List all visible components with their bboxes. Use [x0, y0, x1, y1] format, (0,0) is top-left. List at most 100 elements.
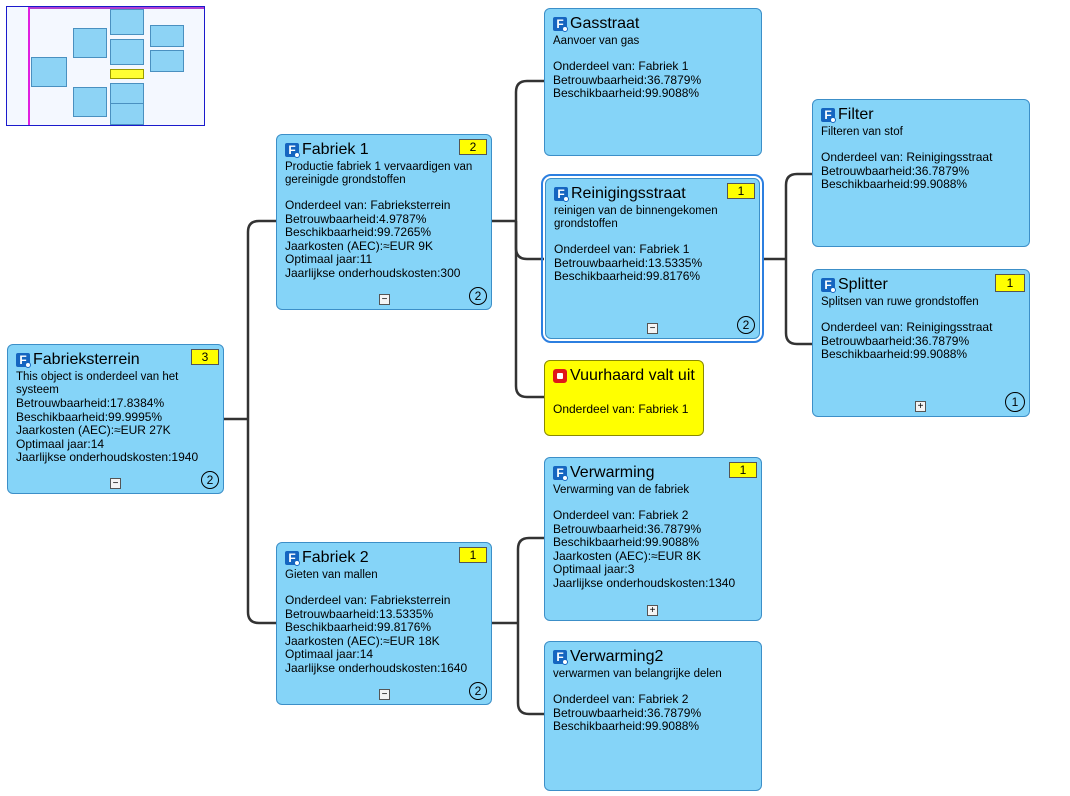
- node-attribute: Jaarkosten (AEC):≈EUR 27K: [16, 423, 171, 437]
- node-title: Vuurhaard valt uit: [570, 367, 695, 384]
- event-count-badge[interactable]: 3: [191, 349, 219, 365]
- minimap-node: [110, 103, 144, 125]
- node-attribute: Betrouwbaarheid:36.7879%: [553, 521, 702, 536]
- node-attribute: Jaarlijkse onderhoudskosten:1940: [16, 450, 199, 464]
- node-attribute: Beschikbaarheid:99.7265%: [285, 225, 432, 239]
- event-count-badge[interactable]: 1: [459, 547, 487, 563]
- node-attribute: Onderdeel van: Fabriek 1: [553, 402, 689, 416]
- minimap-node: [110, 69, 144, 79]
- node-title: Fabriek 2: [302, 549, 369, 566]
- node-attribute: Betrouwbaarheid:36.7879%: [821, 333, 970, 348]
- node-attribute: Jaarlijkse onderhoudskosten:1640: [285, 660, 468, 675]
- node-vuurhaard-valt-uit[interactable]: Vuurhaard valt uit Onderdeel van: Fabrie…: [544, 360, 704, 436]
- node-title: Fabrieksterrein: [33, 351, 140, 368]
- collapse-toggle[interactable]: −: [379, 294, 390, 305]
- expand-toggle[interactable]: +: [647, 605, 658, 616]
- child-count-indicator: 2: [201, 471, 219, 489]
- node-attribute: Beschikbaarheid:99.8176%: [554, 269, 701, 283]
- minimap-node: [150, 25, 184, 47]
- child-count-indicator: 2: [737, 316, 755, 334]
- minimap-node: [31, 57, 67, 87]
- node-attribute: Onderdeel van: Fabriek 2: [553, 508, 689, 522]
- node-description: Gieten van mallen: [285, 569, 378, 581]
- minimap-node: [110, 39, 144, 65]
- node-attribute: Betrouwbaarheid:13.5335%: [285, 606, 434, 621]
- function-block-icon: F: [821, 278, 836, 293]
- node-title: Reinigingsstraat: [571, 185, 686, 202]
- collapse-toggle[interactable]: −: [647, 323, 658, 334]
- event-count-badge[interactable]: 1: [729, 462, 757, 478]
- node-attribute: Onderdeel van: Reinigingsstraat: [821, 150, 993, 164]
- connector-filter: [784, 172, 812, 259]
- node-attribute: Onderdeel van: Fabrieksterrein: [285, 593, 451, 607]
- node-attribute: Betrouwbaarheid:17.8384%: [16, 396, 165, 410]
- node-attribute: Betrouwbaarheid:4.9787%: [285, 211, 427, 226]
- collapse-toggle[interactable]: −: [110, 478, 121, 489]
- event-count-badge[interactable]: 1: [995, 274, 1025, 292]
- node-title: Splitter: [838, 276, 888, 293]
- node-attribute: Onderdeel van: Reinigingsstraat: [821, 320, 993, 334]
- node-attribute: Optimaal jaar:14: [16, 436, 105, 451]
- node-description: Productie fabriek 1 vervaardigen van ger…: [285, 161, 473, 186]
- connector-verwarming: [516, 536, 544, 623]
- connector-gasstraat: [514, 79, 544, 221]
- node-description: This object is onderdeel van het systeem: [16, 371, 179, 396]
- connector-trunk-1: [246, 219, 276, 419]
- child-count-indicator: 1: [1005, 392, 1025, 412]
- node-attribute: Betrouwbaarheid:36.7879%: [553, 72, 702, 87]
- node-attribute: Onderdeel van: Fabriek 1: [553, 59, 689, 73]
- function-block-icon: F: [285, 143, 300, 158]
- function-block-icon: F: [821, 108, 836, 123]
- node-description: verwarmen van belangrijke delen: [553, 668, 722, 680]
- node-attribute: Onderdeel van: Fabriek 1: [554, 242, 690, 256]
- node-description: Verwarming van de fabriek: [553, 484, 690, 496]
- connector-vuurhaard: [514, 221, 544, 399]
- node-attribute: Optimaal jaar:14: [285, 647, 374, 661]
- overview-minimap[interactable]: [6, 6, 205, 126]
- node-attribute: Onderdeel van: Fabriek 2: [553, 692, 689, 706]
- function-block-icon: F: [554, 187, 569, 202]
- node-title: Verwarming: [570, 464, 655, 481]
- node-attribute: Jaarkosten (AEC):≈EUR 18K: [285, 633, 440, 648]
- node-attribute: Beschikbaarheid:99.9088%: [553, 719, 700, 733]
- node-attribute: Optimaal jaar:11: [285, 252, 373, 266]
- node-attribute: Beschikbaarheid:99.9088%: [553, 535, 700, 549]
- minimap-node: [73, 28, 107, 58]
- collapse-toggle[interactable]: −: [379, 689, 390, 700]
- node-attribute: Jaarlijkse onderhoudskosten:1340: [553, 575, 736, 590]
- node-attribute: Onderdeel van: Fabrieksterrein: [285, 198, 451, 212]
- expand-toggle[interactable]: +: [915, 401, 926, 412]
- child-count-indicator: 2: [469, 682, 487, 700]
- node-description: reinigen van de binnengekomen grondstoff…: [554, 205, 718, 230]
- minimap-viewport-edge: [28, 7, 30, 125]
- node-attribute: Beschikbaarheid:99.9088%: [821, 347, 968, 361]
- connector-reinigingsstraat: [514, 221, 544, 261]
- event-count-badge[interactable]: 2: [459, 139, 487, 155]
- connector-trunk-2: [246, 419, 276, 625]
- node-attribute: Jaarkosten (AEC):≈EUR 8K: [553, 548, 701, 563]
- node-attribute: Jaarlijkse onderhoudskosten:300: [285, 265, 461, 280]
- minimap-node: [73, 87, 107, 117]
- node-attribute: Beschikbaarheid:99.9088%: [553, 86, 700, 100]
- node-title: Filter: [838, 106, 874, 123]
- node-title: Fabriek 1: [302, 141, 369, 158]
- function-block-icon: F: [16, 353, 31, 368]
- minimap-node: [110, 9, 144, 35]
- node-description: Splitsen van ruwe grondstoffen: [821, 296, 979, 308]
- node-attribute: Betrouwbaarheid:36.7879%: [821, 163, 970, 178]
- node-attribute: Betrouwbaarheid:36.7879%: [553, 705, 702, 720]
- node-attribute: Beschikbaarheid:99.9995%: [16, 409, 163, 424]
- node-attribute: Beschikbaarheid:99.9088%: [821, 177, 968, 191]
- event-count-badge[interactable]: 1: [727, 183, 755, 199]
- function-block-icon: F: [553, 17, 568, 32]
